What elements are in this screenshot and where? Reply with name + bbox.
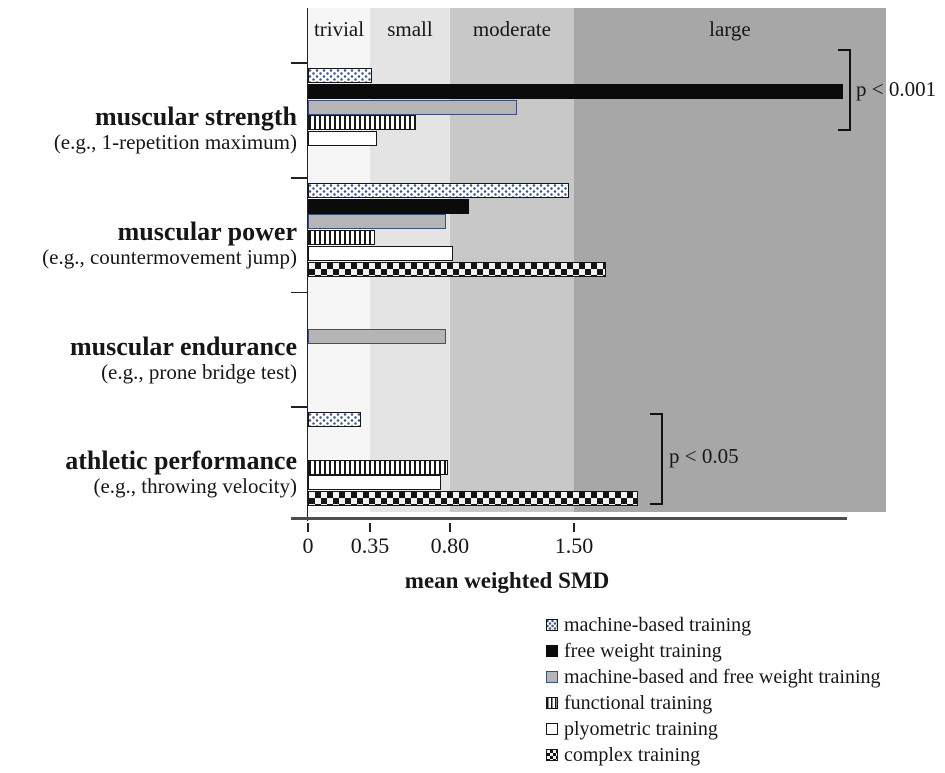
bar-muscular-strength--plyometric-training [308,131,378,147]
zone-label-small: small [387,17,433,41]
legend-item-functional-training: functional training [546,690,881,716]
legend-label-complex-training: complex training [564,743,701,766]
zone-label-moderate: moderate [472,17,551,41]
plot-area: trivial small moderate large [291,8,886,512]
bar-muscular-endurance--machine-based-and-free-weight-training [308,329,447,345]
bar-muscular-strength--functional-training [308,115,417,131]
category-subtitle-muscular-strength: (e.g., 1-repetition maximum) [53,130,297,154]
group-tick-muscular-power [291,176,308,179]
bracket-p-0-05-top-foot [650,413,663,416]
bar-muscular-strength--machine-based-training [308,68,372,83]
legend-swatch-functional-training-icon [546,697,558,709]
category-title-athletic-performance: athletic performance [65,446,297,476]
legend-swatch-machine-based-and-free-weight-training-icon [546,671,558,683]
legend-swatch-plyometric-training-icon [546,723,558,735]
zone-label-large: large [709,17,751,41]
p-value-label-p-0-05: p < 0.05 [669,444,739,468]
category-title-muscular-strength: muscular strength [95,102,297,131]
x-tick-label-0: 0 [302,533,314,558]
bar-muscular-power--machine-based-and-free-weight-training [308,214,447,230]
x-tick-label-0.35: 0.35 [350,533,390,558]
legend-label-functional-training: functional training [564,691,713,714]
group-tick-athletic-performance [291,406,308,409]
x-tick-1.50 [573,523,575,532]
category-muscular-power: muscular power(e.g., countermovement jum… [0,218,297,270]
legend-label-machine-based-training: machine-based training [564,613,752,636]
bracket-p-0-001 [849,49,852,131]
bar-athletic-performance--machine-based-training [308,412,362,428]
x-axis-title: mean weighted SMD [404,568,610,593]
x-tick-label-1.50: 1.50 [554,533,594,558]
bar-muscular-power--functional-training [308,230,376,246]
bar-muscular-strength--free-weight-training [308,83,844,99]
category-muscular-endurance: muscular endurance(e.g., prone bridge te… [0,333,297,385]
x-tick-0.35 [369,523,371,532]
bracket-p-0-001-top-foot [838,49,851,52]
bar-muscular-power--free-weight-training [308,198,470,214]
x-tick-label-0.80: 0.80 [430,533,470,558]
x-tick-0.80 [449,523,451,532]
bracket-p-0-05-bottom-foot [650,502,663,505]
y-axis-line [306,8,309,521]
x-axis-line [291,517,847,520]
category-title-muscular-endurance: muscular endurance [69,331,297,361]
group-tick-muscular-endurance [291,291,308,294]
category-labels: muscular strength(e.g., 1-repetition max… [0,0,297,520]
legend-item-complex-training: complex training [546,742,881,768]
legend-item-machine-based-training: machine-based training [546,612,881,638]
bar-muscular-power--complex-training [308,261,606,277]
x-tick-0 [307,523,309,532]
bar-muscular-power--plyometric-training [308,245,454,261]
bracket-p-0-001-bottom-foot [838,128,851,131]
bar-muscular-strength--machine-based-and-free-weight-training [308,99,518,115]
bar-athletic-performance--complex-training [308,491,638,507]
zone-label-trivial: trivial [313,17,365,41]
bar-athletic-performance--plyometric-training [308,475,441,491]
category-subtitle-muscular-endurance: (e.g., prone bridge test) [101,359,297,384]
legend-label-free-weight-training: free weight training [564,639,722,662]
category-athletic-performance: athletic performance(e.g., throwing velo… [0,447,297,499]
bar-athletic-performance--functional-training [308,459,449,475]
category-muscular-strength: muscular strength(e.g., 1-repetition max… [0,103,297,155]
legend-item-free-weight-training: free weight training [546,638,881,664]
group-tick-muscular-strength [291,62,308,64]
legend-label-plyometric-training: plyometric training [564,717,718,740]
legend-swatch-machine-based-training-icon [546,619,558,631]
bracket-p-0-05 [661,413,664,505]
category-subtitle-athletic-performance: (e.g., throwing velocity) [93,474,297,499]
category-title-muscular-power: muscular power [117,216,297,246]
legend: machine-based training free weight traini… [546,612,881,768]
category-subtitle-muscular-power: (e.g., countermovement jump) [42,244,297,269]
legend-label-machine-based-and-free-weight-training: machine-based and free weight training [564,665,881,688]
legend-item-plyometric-training: plyometric training [546,716,881,742]
p-value-label-p-0-001: p < 0.001 [856,77,937,101]
legend-swatch-complex-training-icon [546,749,558,761]
bar-muscular-power--machine-based-training [308,182,569,198]
legend-item-machine-based-and-free-weight-training: machine-based and free weight training [546,664,881,690]
legend-swatch-free-weight-training-icon [546,645,558,657]
